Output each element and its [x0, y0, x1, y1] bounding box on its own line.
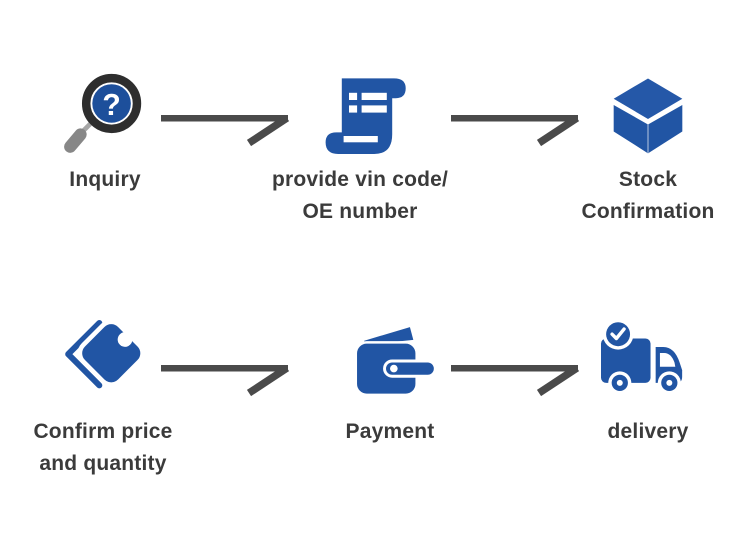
- step-provide-vin-code: provide vin code/ OE number: [250, 58, 470, 228]
- step-icon-box: [250, 58, 470, 160]
- magnifier-question-icon: ?: [64, 73, 142, 153]
- step-label-line1: delivery: [607, 420, 689, 443]
- step-icon-box: [558, 310, 738, 400]
- step-label: delivery: [608, 416, 689, 448]
- step-label-line1: Inquiry: [69, 168, 141, 191]
- flow-arrow: [451, 114, 580, 147]
- flow-arrow: [161, 364, 290, 397]
- step-label-line2: and quantity: [39, 452, 167, 475]
- step-label: Stock Confirmation: [581, 164, 714, 228]
- step-inquiry: ? Inquiry: [15, 58, 195, 196]
- step-payment: Payment: [300, 310, 480, 448]
- step-label-line2: Confirmation: [581, 200, 715, 223]
- delivery-truck-icon: [601, 318, 683, 395]
- step-stock-confirmation: Stock Confirmation: [538, 58, 750, 228]
- step-icon-box: [13, 310, 193, 400]
- flow-arrow: [451, 364, 580, 397]
- scroll-list-icon: [325, 78, 406, 154]
- stock-cube-icon: [613, 78, 683, 154]
- step-label: Inquiry: [69, 164, 140, 196]
- step-label: Payment: [346, 416, 435, 448]
- step-icon-box: [300, 310, 480, 400]
- step-label-line1: provide vin code/: [271, 168, 449, 191]
- step-label-line2: OE number: [302, 200, 418, 223]
- step-icon-box: ?: [15, 58, 195, 160]
- price-tags-icon: [65, 319, 145, 389]
- flow-arrow: [161, 114, 290, 147]
- step-label-line1: Payment: [345, 420, 435, 443]
- wallet-icon: [354, 327, 437, 397]
- step-confirm-price: Confirm price and quantity: [13, 310, 193, 480]
- step-delivery: delivery: [558, 310, 738, 448]
- question-mark-glyph: ?: [102, 89, 120, 122]
- step-label-line1: Confirm price: [33, 420, 173, 443]
- step-icon-box: [538, 58, 750, 160]
- step-label-line1: Stock: [618, 168, 678, 191]
- step-label: provide vin code/ OE number: [272, 164, 448, 228]
- step-label: Confirm price and quantity: [33, 416, 172, 480]
